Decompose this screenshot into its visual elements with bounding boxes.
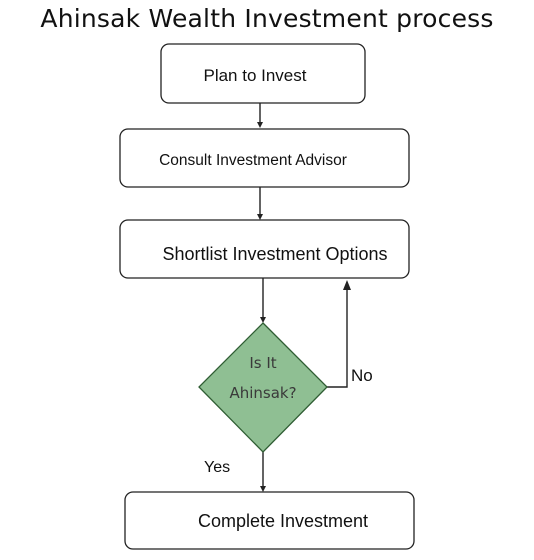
no-branch-label: No [351, 366, 373, 385]
step-plan-box [160, 43, 366, 104]
arrowhead-decision [260, 317, 266, 323]
step-consult-label: Consult Investment Advisor [159, 152, 347, 169]
step-complete-label: Complete Investment [198, 511, 368, 531]
step-complete-box [124, 491, 415, 550]
step-shortlist-box [119, 219, 410, 279]
diagram-title: Ahinsak Wealth Investment process [40, 4, 494, 33]
step-plan-label: Plan to Invest [203, 66, 306, 85]
arrowhead-consult [257, 122, 263, 128]
arrowhead-shortlist [257, 214, 263, 220]
connector-no-loop [327, 287, 348, 388]
decision-label-line2: Ahinsak? [229, 384, 296, 402]
yes-branch-label: Yes [204, 459, 230, 476]
step-shortlist-label: Shortlist Investment Options [162, 244, 387, 264]
arrowhead-no-loop [343, 280, 351, 290]
arrowhead-complete [260, 486, 266, 492]
decision-label-line1: Is It [249, 354, 276, 372]
decision-diamond [198, 322, 328, 453]
step-consult-box [119, 128, 410, 188]
